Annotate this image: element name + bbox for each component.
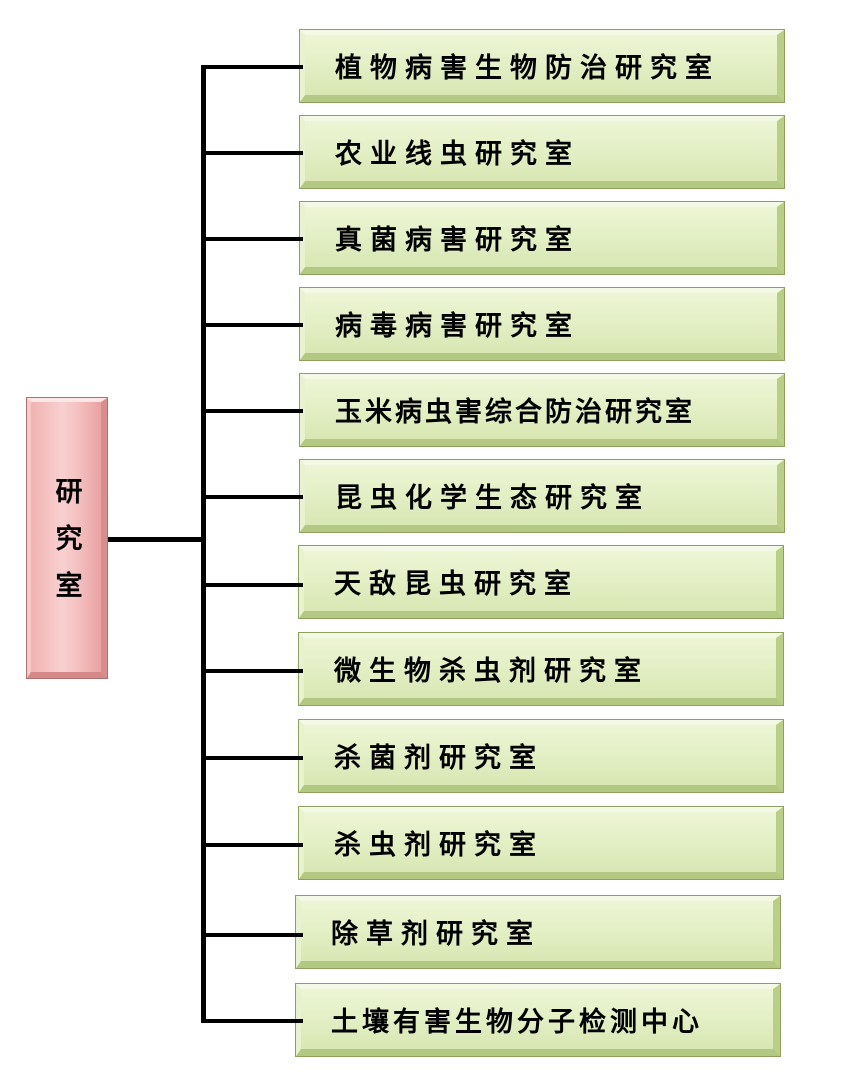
child-node: 玉米病虫害综合防治研究室 — [299, 373, 785, 447]
child-node-label: 农业线虫研究室 — [335, 138, 580, 170]
child-node-label: 真菌病害研究室 — [335, 224, 580, 256]
child-node: 昆虫化学生态研究室 — [299, 459, 785, 533]
connector-branch — [203, 583, 303, 587]
child-node: 土壤有害生物分子检测中心 — [295, 983, 781, 1057]
connector-branch — [203, 151, 303, 155]
connector-branch — [203, 933, 303, 937]
child-node: 微生物杀虫剂研究室 — [298, 632, 784, 706]
connector-trunk — [106, 537, 204, 542]
child-node: 天敌昆虫研究室 — [298, 545, 784, 619]
root-node-label: 研究室 — [50, 476, 82, 618]
child-node-label: 杀虫剂研究室 — [334, 829, 544, 861]
child-node-label: 病毒病害研究室 — [335, 310, 580, 342]
child-node: 真菌病害研究室 — [299, 201, 785, 275]
connector-branch — [203, 495, 303, 499]
connector-branch — [203, 409, 303, 413]
child-node-label: 玉米病虫害综合防治研究室 — [335, 396, 695, 428]
connector-branch — [203, 323, 303, 327]
child-node-label: 杀菌剂研究室 — [334, 742, 544, 774]
connector-branch — [203, 65, 303, 69]
child-node: 植物病害生物防治研究室 — [299, 29, 785, 103]
child-node: 除草剂研究室 — [295, 895, 781, 969]
root-node: 研究室 — [26, 397, 108, 679]
connector-branch — [203, 756, 303, 760]
connector-branch — [203, 237, 303, 241]
child-node-label: 除草剂研究室 — [331, 918, 541, 950]
child-node: 杀虫剂研究室 — [298, 806, 784, 880]
child-node-label: 昆虫化学生态研究室 — [335, 482, 650, 514]
child-node: 农业线虫研究室 — [299, 115, 785, 189]
connector-branch — [203, 1019, 303, 1023]
connector-spine — [201, 65, 206, 1023]
child-node-label: 天敌昆虫研究室 — [334, 568, 579, 600]
child-node-label: 土壤有害生物分子检测中心 — [331, 1006, 703, 1038]
child-node: 病毒病害研究室 — [299, 287, 785, 361]
child-node: 杀菌剂研究室 — [298, 719, 784, 793]
connector-branch — [203, 669, 303, 673]
child-node-label: 植物病害生物防治研究室 — [335, 52, 720, 84]
child-node-label: 微生物杀虫剂研究室 — [334, 655, 649, 687]
connector-branch — [203, 843, 303, 847]
